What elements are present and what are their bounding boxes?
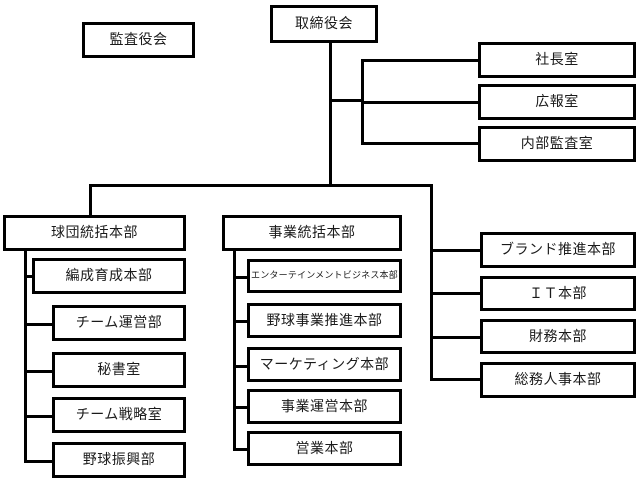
connector-business-stub-3 (233, 365, 249, 368)
node-corporate-child-3[interactable]: 総務人事本部 (480, 362, 636, 398)
connector-baseball-stub-4 (24, 415, 54, 418)
connector-baseball-stub-5 (24, 460, 54, 463)
connector-staff-stub-2 (361, 101, 480, 104)
node-business-child-4[interactable]: 営業本部 (247, 431, 402, 466)
node-division-baseball[interactable]: 球団統括本部 (3, 215, 186, 251)
connector-business-stub-5 (233, 448, 249, 451)
connector-corporate-stub-2 (430, 292, 482, 295)
connector-drop-corporate (430, 184, 433, 378)
connector-staff-stub-3 (361, 142, 480, 145)
node-corporate-child-1[interactable]: ＩＴ本部 (480, 276, 636, 311)
connector-main-bus (89, 184, 433, 187)
connector-board-spine (329, 42, 332, 186)
node-staff-1[interactable]: 広報室 (478, 84, 636, 120)
node-corporate-child-2[interactable]: 財務本部 (480, 319, 636, 354)
connector-drop-baseball (89, 184, 92, 216)
connector-corporate-stub-3 (430, 336, 482, 339)
connector-business-spine (233, 248, 236, 451)
node-baseball-child-3[interactable]: チーム戦略室 (52, 397, 186, 433)
node-staff-2[interactable]: 内部監査室 (478, 126, 636, 162)
node-business-child-1[interactable]: 野球事業推進本部 (247, 303, 402, 338)
node-board-of-directors[interactable]: 取締役会 (270, 5, 378, 43)
node-baseball-child-4[interactable]: 野球振興部 (52, 442, 186, 478)
node-business-child-2[interactable]: マーケティング本部 (247, 347, 402, 382)
node-business-child-0[interactable]: エンターテインメントビジネス本部 (247, 259, 402, 293)
node-baseball-child-1[interactable]: チーム運営部 (52, 305, 186, 341)
node-staff-0[interactable]: 社長室 (478, 42, 636, 78)
connector-baseball-stub-2 (24, 323, 54, 326)
node-audit-board[interactable]: 監査役会 (82, 22, 195, 58)
node-division-business[interactable]: 事業統括本部 (222, 215, 402, 251)
connector-baseball-spine (24, 248, 27, 463)
connector-board-to-staff (329, 99, 364, 102)
connector-business-stub-2 (233, 320, 249, 323)
connector-business-stub-4 (233, 406, 249, 409)
connector-staff-stub-1 (361, 59, 480, 62)
connector-business-stub-1 (233, 276, 249, 279)
connector-corporate-stub-4 (430, 378, 482, 381)
connector-baseball-stub-1 (24, 275, 34, 278)
node-baseball-child-2[interactable]: 秘書室 (52, 352, 186, 388)
node-baseball-child-0[interactable]: 編成育成本部 (32, 258, 186, 294)
node-corporate-child-0[interactable]: ブランド推進本部 (480, 232, 636, 268)
node-business-child-3[interactable]: 事業運営本部 (247, 389, 402, 424)
connector-corporate-stub-1 (430, 249, 482, 252)
connector-baseball-stub-3 (24, 370, 54, 373)
